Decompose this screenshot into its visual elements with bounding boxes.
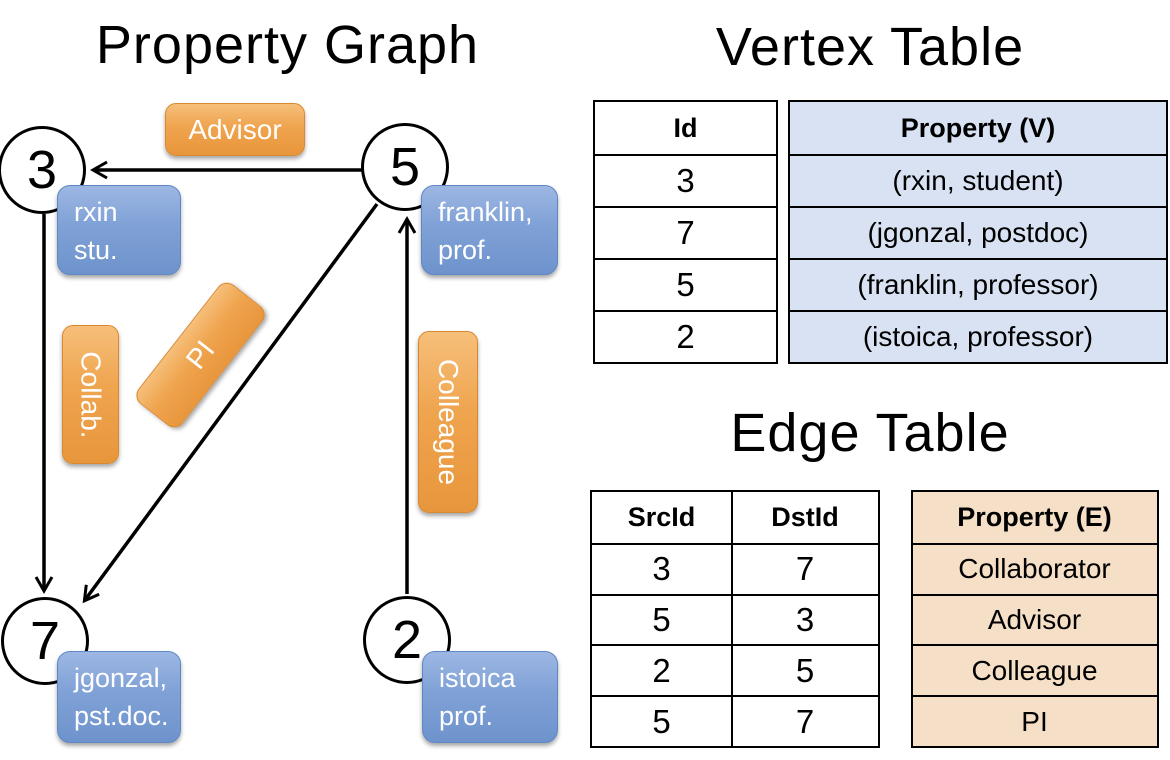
vertex-table-cell: (istoica, professor) [790,310,1166,362]
edge-table-cell: 5 [592,593,731,645]
edge-table: SrcId 3 5 2 5 DstId 7 3 5 7 Property (E)… [590,490,1159,748]
vertex-node-3-id: 3 [26,140,58,200]
vertex-table-cell: 3 [595,154,776,206]
vertex-table-header-property: Property (V) [790,102,1166,154]
edge-table-cell: Advisor [912,593,1157,645]
vertex-table-column-gap [778,100,788,364]
vertex-table: Id 3 7 5 2 Property (V) (rxin, student) … [593,100,1168,364]
vertex-table-id-column: Id 3 7 5 2 [593,100,778,364]
edge-table-cell: 5 [592,695,731,746]
vertex-table-cell: (jgonzal, postdoc) [790,206,1166,258]
vertex-label-rxin: rxin stu. [57,185,181,275]
edge-table-header-property: Property (E) [912,492,1157,543]
edge-table-header-srcid: SrcId [627,501,696,532]
vertex-node-5-id: 5 [389,137,421,197]
edge-table-column-gap [880,490,911,748]
edge-table-cell: PI [912,695,1157,746]
edge-table-property-column: Property (E) Collaborator Advisor Collea… [910,490,1159,748]
edge-table-cell: 7 [732,695,878,746]
vertex-table-cell: 7 [595,206,776,258]
edge-table-cell: 3 [592,542,731,594]
edge-label-colleague: Colleague [418,331,478,513]
edge-table-cell: Colleague [912,644,1157,696]
property-graph-title: Property Graph [95,15,480,75]
vertex-table-cell: 2 [595,310,776,362]
edge-table-cell: 7 [732,542,878,594]
vertex-node-7-id: 7 [29,611,61,671]
vertex-table-cell: (franklin, professor) [790,258,1166,310]
edge-table-cell: 3 [732,593,878,645]
vertex-node-2: 2 [363,596,451,684]
edge-table-srcid-column: SrcId 3 5 2 5 [590,490,733,748]
edge-table-dstid-column: DstId 7 3 5 7 [730,490,880,748]
vertex-table-property-column: Property (V) (rxin, student) (jgonzal, p… [788,100,1168,364]
edge-table-cell: Collaborator [912,542,1157,594]
edge-label-collab: Collab. [62,325,119,464]
edge-table-title: Edge Table [730,403,1010,463]
vertex-node-2-id: 2 [391,610,423,670]
vertex-table-title: Vertex Table [715,17,1025,77]
graph-edges-svg [34,160,417,604]
edge-line-pi-5-to-7 [82,202,379,604]
edge-label-advisor: Advisor [165,103,305,156]
vertex-node-5: 5 [361,123,449,211]
vertex-label-istoica: istoica prof. [422,651,558,743]
vertex-label-franklin: franklin, prof. [421,185,558,275]
edge-table-cell: 5 [732,644,878,695]
edge-table-header-dstid: DstId [771,501,839,532]
vertex-table-header-id: Id [673,112,698,143]
vertex-table-cell: 5 [595,258,776,310]
edge-table-cell: 2 [592,644,731,695]
vertex-label-jgonzal: jgonzal, pst.doc. [57,651,181,743]
vertex-table-cell: (rxin, student) [790,154,1166,206]
